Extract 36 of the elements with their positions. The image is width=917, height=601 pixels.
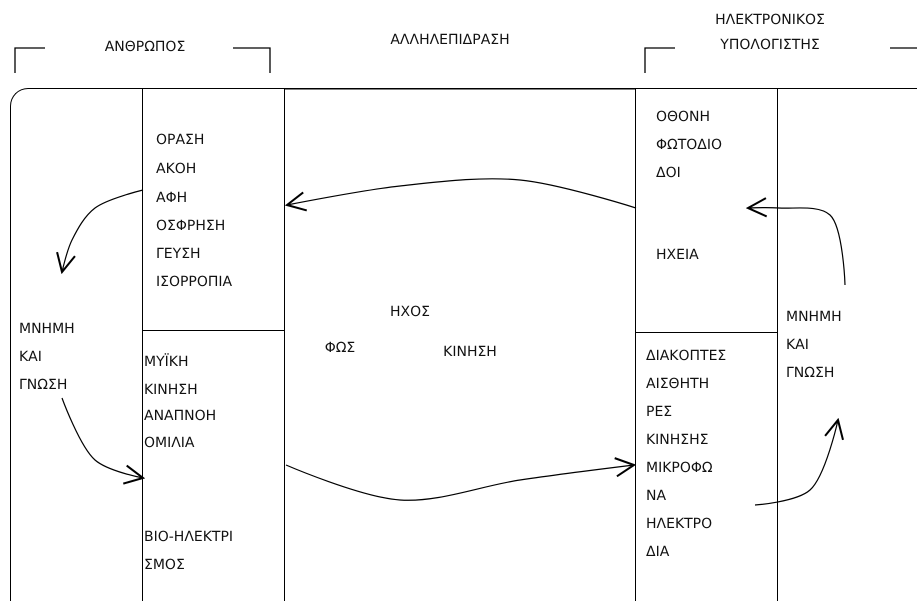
cell-text: ΜΙΚΡΟΦΩ ΝΑ — [646, 459, 714, 506]
cell-text: ΗΧΕΙΑ — [656, 246, 700, 265]
cell-text: ΑΝΑΠΝΟΗ — [144, 407, 218, 426]
curved-arrow — [754, 419, 844, 506]
input-devices-cell — [635, 332, 778, 601]
cell-text: ΜΝΗΜΗ ΚΑΙ ΓΝΩΣΗ — [19, 320, 76, 395]
cell-text: ΟΣΦΡΗΣΗ — [156, 217, 226, 236]
memory-column — [10, 88, 142, 601]
cell-text: ΙΣΟΡΡΟΠΙΑ — [156, 273, 234, 292]
actions-cell — [142, 330, 285, 601]
signal-label: ΦΩΣ — [324, 339, 356, 358]
column-heading: ΑΛΛΗΛΕΠΙΔΡΑΣΗ — [389, 31, 511, 50]
cell-text: ΓΕΥΣΗ — [156, 245, 202, 264]
cell-text: ΑΙΣΘΗΤΗ ΡΕΣ ΚΙΝΗΣΗΣ — [646, 375, 710, 450]
curved-arrow — [747, 197, 846, 286]
column-heading: ΗΛΕΚΤΡΟΝΙΚΟΣ ΥΠΟΛΟΓΙΣΤΗΣ — [714, 11, 826, 55]
cell-text: ΦΩΤΟΔΙΟ ΔΟΙ — [656, 136, 724, 183]
curved-arrow — [286, 178, 636, 212]
output-devices-cell — [635, 88, 778, 333]
curved-arrow — [286, 457, 635, 501]
cell-text: ΜΝΗΜΗ ΚΑΙ ΓΝΩΣΗ — [786, 308, 843, 383]
cell-text: ΔΙΑΚΟΠΤΕΣ — [646, 347, 728, 366]
senses-cell — [142, 88, 285, 331]
column-heading: ΑΝΘΡΩΠΟΣ — [104, 38, 186, 57]
cell-text: ΑΚΟΗ — [156, 160, 198, 179]
cell-text: ΟΘΟΝΗ — [656, 108, 712, 127]
cell-text: ΟΜΙΛΙΑ — [144, 434, 196, 453]
cell-text: ΜΥΪΚΗ ΚΙΝΗΣΗ — [144, 352, 199, 400]
cell-text: ΒΙΟ-ΗΛΕΚΤΡΙ ΣΜΟΣ — [144, 528, 234, 575]
signal-label: ΗΧΟΣ — [389, 303, 431, 322]
curved-arrow — [61, 398, 144, 484]
curved-arrow — [56, 189, 144, 273]
cell-text: ΑΦΗ — [156, 189, 188, 208]
cell-text: ΟΡΑΣΗ — [156, 131, 206, 150]
signal-label: ΚΙΝΗΣΗ — [442, 343, 498, 362]
cell-text: ΗΛΕΚΤΡΟ ΔΙΑ — [646, 515, 714, 562]
